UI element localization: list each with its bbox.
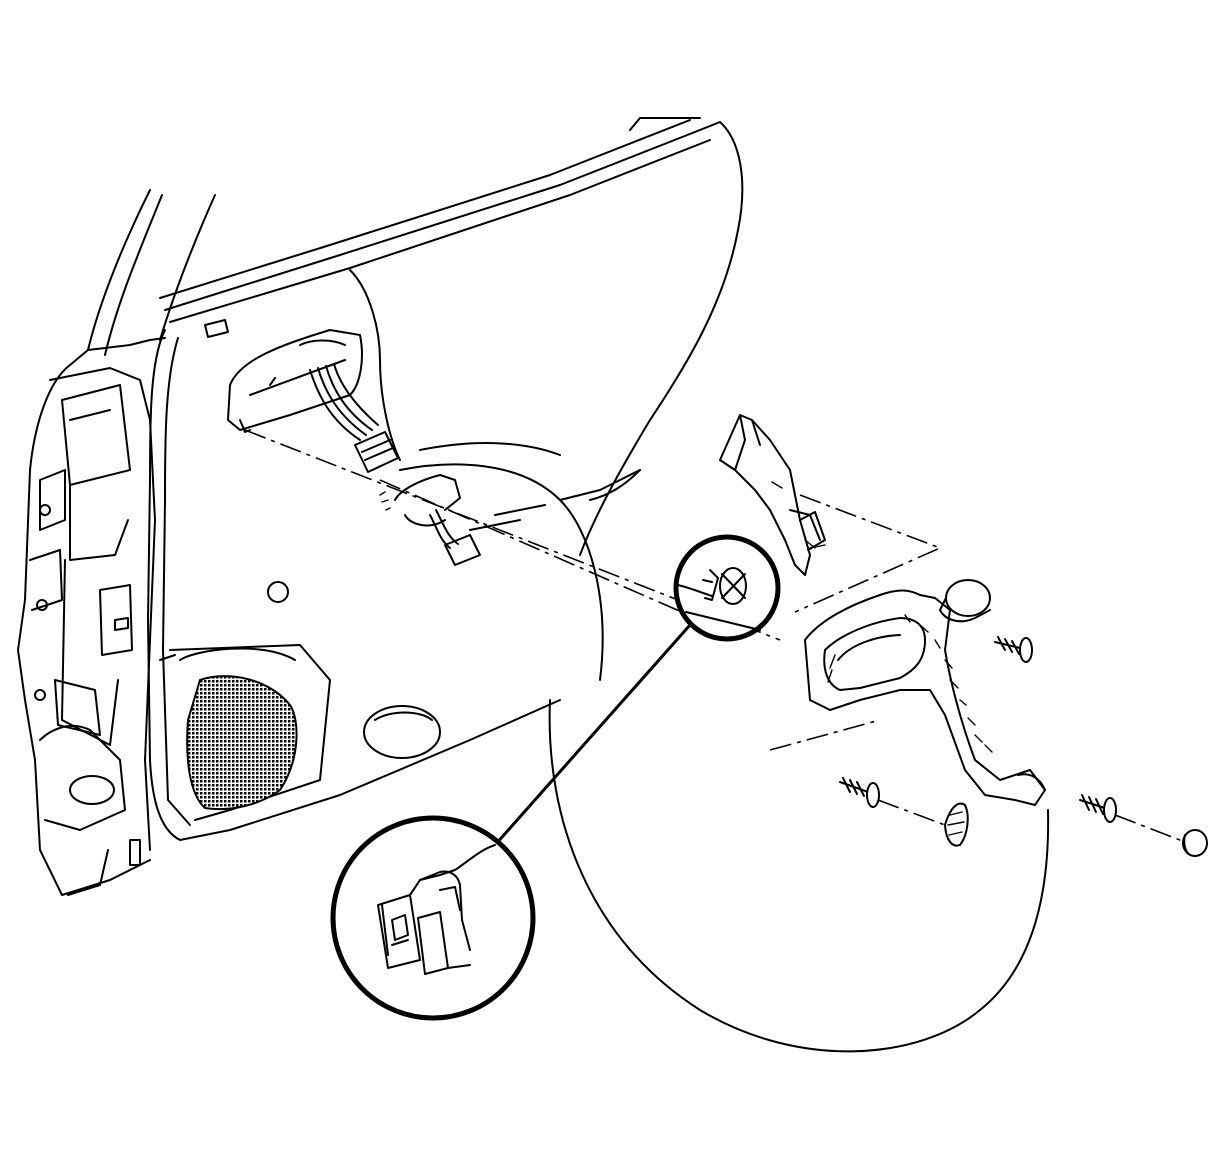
assembly-lines [244,429,1186,843]
armrest-pull-handle [804,579,1046,806]
door-trim-panel [147,117,1050,1053]
connector-detail-callout [330,815,536,1021]
pull-handle-bezel [719,414,826,576]
push-clip [944,802,969,847]
trim-screw [994,636,1033,663]
clip-detail-callout [673,534,781,642]
screw-cap [1182,829,1208,857]
trim-screw [1079,794,1117,823]
door-frame [17,189,216,896]
wiring-connector [354,431,481,566]
speaker-grille [186,675,298,811]
callout-leader-line [493,623,692,847]
trim-screw [839,777,880,808]
